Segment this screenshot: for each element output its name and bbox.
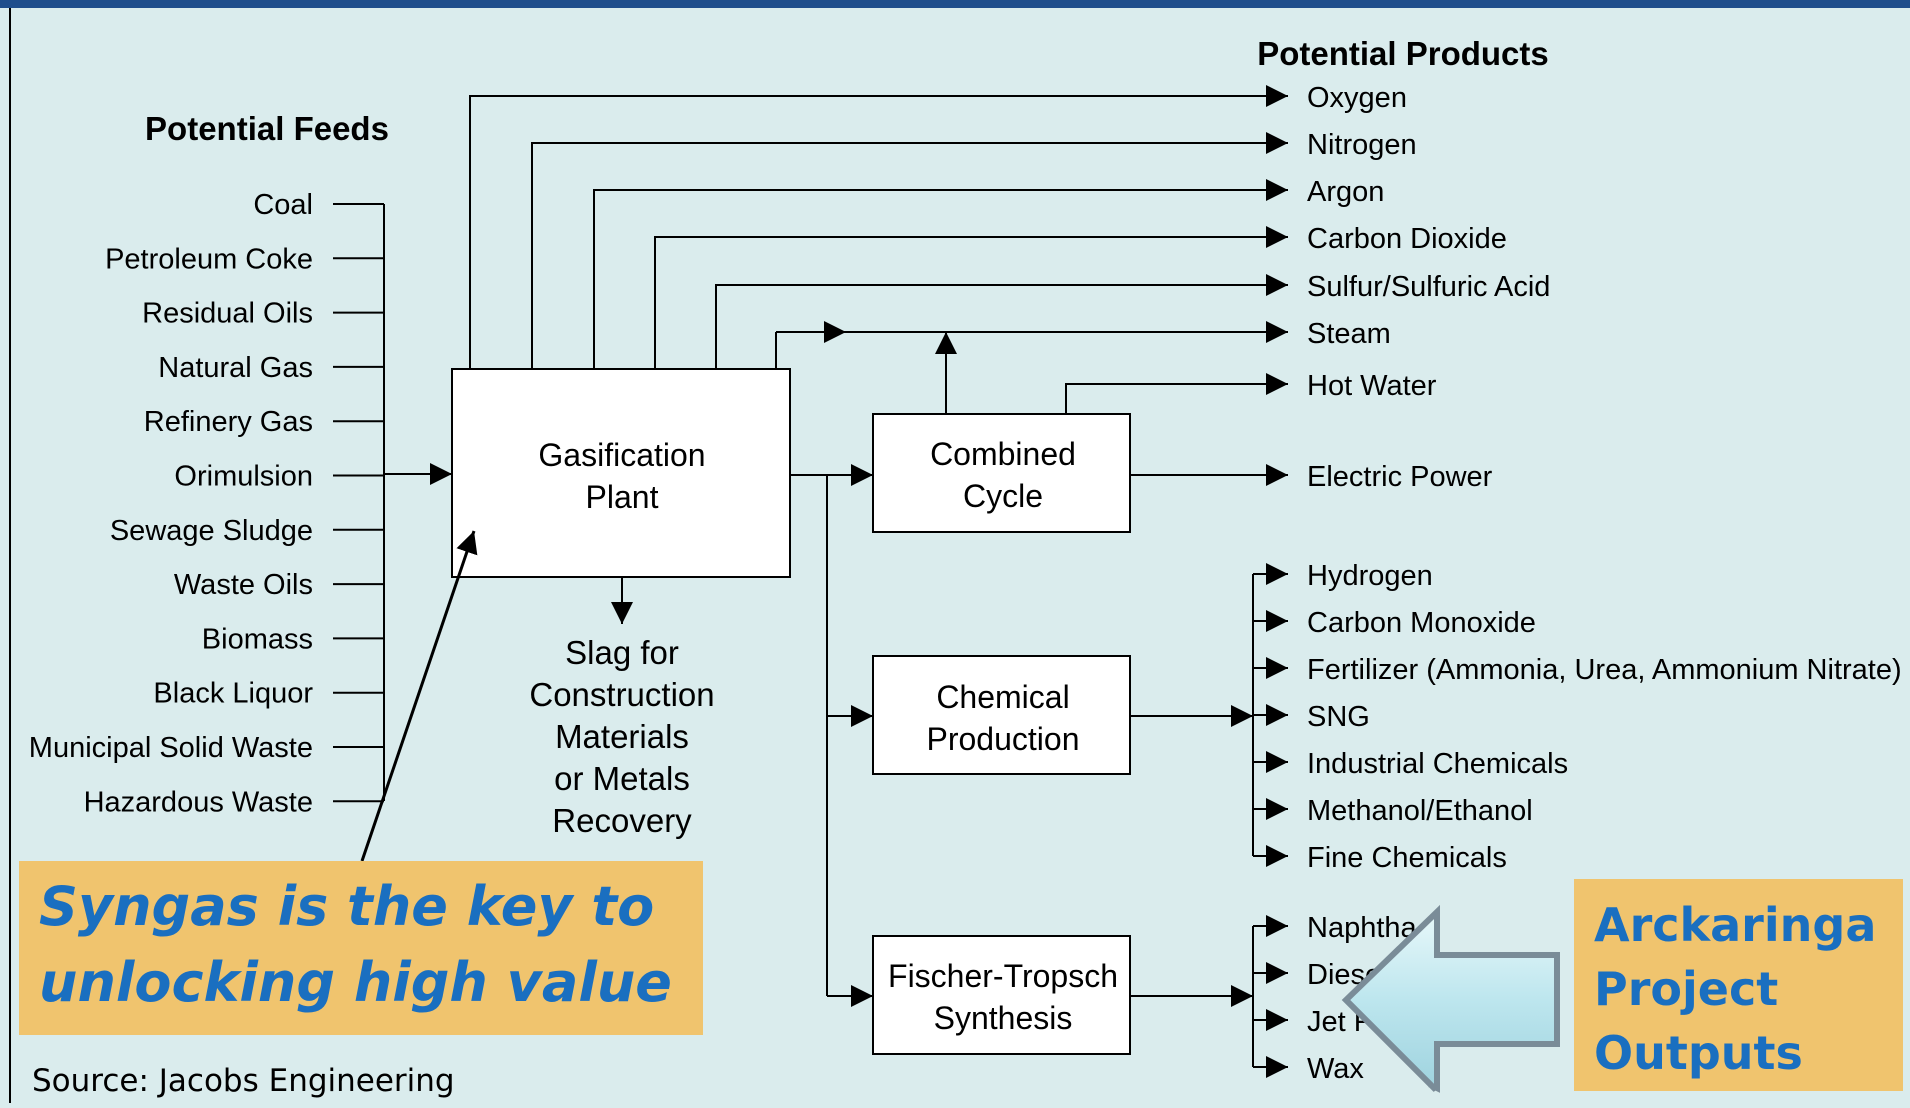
arckaringa-callout-line-2: Project: [1594, 962, 1779, 1016]
product-label: Argon: [1307, 176, 1384, 208]
chemical-production-box: [872, 655, 1131, 775]
direct-output-line: [469, 85, 1288, 369]
product-label: Sulfur/Sulfuric Acid: [1307, 271, 1550, 303]
gasification-plant-box: [451, 368, 791, 578]
feed-label: Sewage Sludge: [110, 515, 313, 547]
chemical-product-label: Methanol/Ethanol: [1307, 795, 1533, 827]
arckaringa-callout-line-3: Outputs: [1594, 1026, 1803, 1080]
feed-label: Orimulsion: [174, 461, 313, 493]
fischer-tropsch-label-2: Synthesis: [934, 1000, 1073, 1036]
slag-line: Recovery: [552, 802, 692, 839]
fischer-tropsch-box: [872, 935, 1131, 1055]
direct-output-line: [654, 226, 1288, 369]
feed-label: Black Liquor: [153, 678, 313, 710]
direct-output-line: [531, 132, 1288, 369]
gasification-label-1: Gasification: [538, 437, 705, 473]
syngas-callout-line-2: unlocking high value: [39, 951, 672, 1014]
fuel-product-label: Naphtha: [1307, 912, 1418, 944]
product-label: Nitrogen: [1307, 129, 1417, 161]
arckaringa-callout-line-1: Arckaringa: [1594, 898, 1877, 952]
direct-output-lines: [469, 85, 1288, 369]
product-steam: Steam: [1307, 318, 1391, 350]
product-label: Oxygen: [1307, 82, 1407, 114]
combined-cycle-label-1: Combined: [930, 436, 1076, 472]
product-label: Carbon Dioxide: [1307, 223, 1507, 255]
chemical-product-label: Carbon Monoxide: [1307, 607, 1536, 639]
feed-label: Municipal Solid Waste: [29, 732, 313, 764]
feed-label: Refinery Gas: [144, 406, 313, 438]
direct-output-line: [593, 179, 1288, 369]
combined-cycle-label-2: Cycle: [963, 478, 1043, 514]
fischer-tropsch-label-1: Fischer-Tropsch: [888, 958, 1118, 994]
gasification-label-2: Plant: [586, 479, 659, 515]
slag-line: or Metals: [554, 760, 690, 797]
slag-line: Construction: [529, 676, 714, 713]
feed-label: Residual Oils: [142, 298, 313, 330]
products-header: Potential Products: [1257, 35, 1549, 72]
feed-label: Hazardous Waste: [84, 786, 313, 818]
chemical-product-label: Industrial Chemicals: [1307, 748, 1568, 780]
feed-label: Waste Oils: [174, 569, 313, 601]
feed-label: Petroleum Coke: [105, 243, 313, 275]
chemical-product-label: Hydrogen: [1307, 560, 1433, 592]
source-note: Source: Jacobs Engineering: [32, 1063, 455, 1099]
chemical-production-label-1: Chemical: [936, 679, 1069, 715]
hot-water-line: [1065, 373, 1288, 414]
big-left-arrow-icon: [1341, 904, 1560, 1093]
slag-line: Slag for: [565, 634, 679, 671]
arckaringa-callout: Arckaringa Project Outputs: [1574, 879, 1903, 1091]
syngas-pointer-arrow: [360, 530, 478, 862]
fuel-product-label: Wax: [1307, 1053, 1364, 1085]
slag-line: Materials: [555, 718, 689, 755]
top-bar: [0, 0, 1910, 8]
direct-output-line: [715, 274, 1288, 369]
feed-label: Biomass: [202, 623, 313, 655]
feed-label: Natural Gas: [158, 352, 313, 384]
product-hot-water: Hot Water: [1307, 370, 1437, 402]
chemical-product-label: Fertilizer (Ammonia, Urea, Ammonium Nitr…: [1307, 654, 1902, 686]
chemical-product-label: Fine Chemicals: [1307, 842, 1507, 874]
feeds-header: Potential Feeds: [145, 110, 389, 147]
feed-label: Coal: [253, 189, 313, 221]
chemical-production-label-2: Production: [927, 721, 1080, 757]
chemical-product-label: SNG: [1307, 701, 1370, 733]
product-electric-power: Electric Power: [1307, 461, 1493, 493]
syngas-callout: Syngas is the key to unlocking high valu…: [19, 861, 703, 1035]
combined-cycle-box: [872, 413, 1131, 533]
syngas-callout-line-1: Syngas is the key to: [39, 875, 655, 938]
